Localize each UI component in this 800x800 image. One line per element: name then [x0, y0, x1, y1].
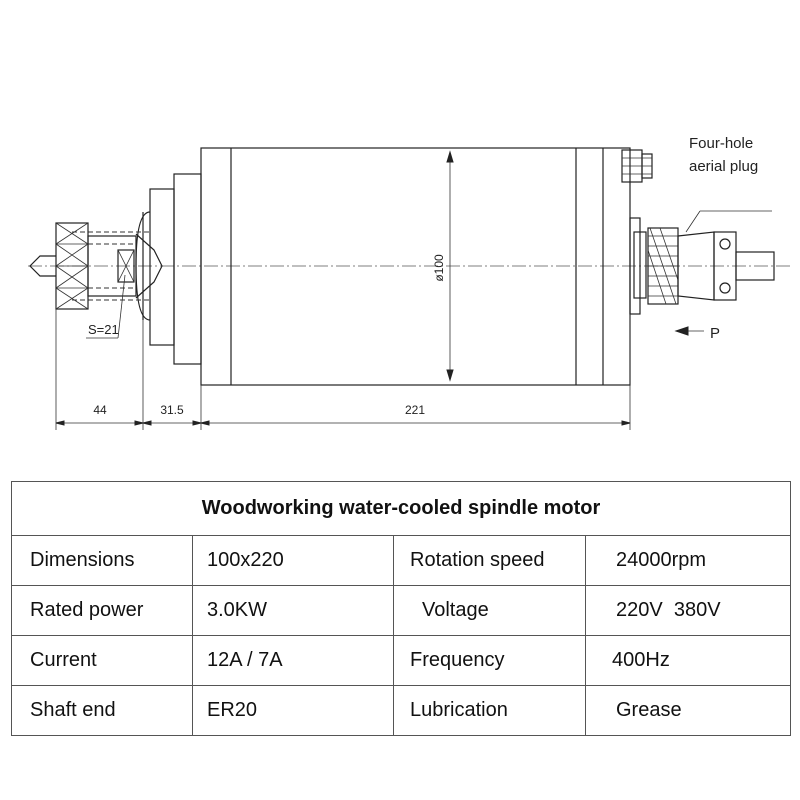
spec-value: 24000rpm: [584, 535, 792, 586]
spec-table-title: Woodworking water-cooled spindle motor: [10, 481, 792, 536]
direction-label: P: [710, 325, 720, 342]
tool-bit: [29, 255, 56, 277]
front-flange-2: [149, 188, 175, 346]
diameter-label: ø100: [432, 254, 446, 282]
plug-label-line1: Four-hole: [689, 135, 753, 152]
spec-table: Woodworking water-cooled spindle motor D…: [10, 481, 792, 736]
spec-label: Rated power: [11, 585, 193, 636]
spec-value: Grease: [584, 685, 792, 736]
dimension-221: 221: [405, 403, 425, 417]
rear-shaft: [735, 251, 775, 281]
spec-label: Voltage: [393, 585, 586, 636]
spec-label: Dimensions: [11, 535, 193, 586]
dimension-31-5: 31.5: [160, 403, 184, 417]
motor-body: [200, 147, 631, 386]
table-row: Shaft end ER20 Lubrication Grease: [11, 685, 792, 736]
rear-plate: [629, 217, 641, 315]
spec-value: 3.0KW: [192, 585, 394, 636]
spec-value: 12A / 7A: [192, 635, 394, 686]
spec-label: Lubrication: [393, 685, 586, 736]
wrench-size-label: S=21: [88, 322, 119, 337]
spec-label: Rotation speed: [393, 535, 586, 586]
spec-label: Frequency: [393, 635, 586, 686]
spec-value: 220V 380V: [584, 585, 792, 636]
spec-value: 100x220: [192, 535, 394, 586]
table-row: Dimensions 100x220 Rotation speed 24000r…: [11, 535, 792, 586]
spec-value: ER20: [192, 685, 394, 736]
spec-label: Current: [11, 635, 193, 686]
table-row: Current 12A / 7A Frequency 400Hz: [11, 635, 792, 686]
spindle-technical-drawing: ø100 S=21 Four-hole aerial plug P: [28, 135, 790, 430]
dimension-44: 44: [93, 403, 107, 417]
spindle-nose: [135, 233, 163, 299]
plug-label-line2: aerial plug: [689, 158, 758, 175]
spec-label: Shaft end: [11, 685, 193, 736]
spec-value: 400Hz: [584, 635, 792, 686]
front-flange-1: [173, 173, 202, 365]
table-row: Rated power 3.0KW Voltage 220V 380V: [11, 585, 792, 636]
